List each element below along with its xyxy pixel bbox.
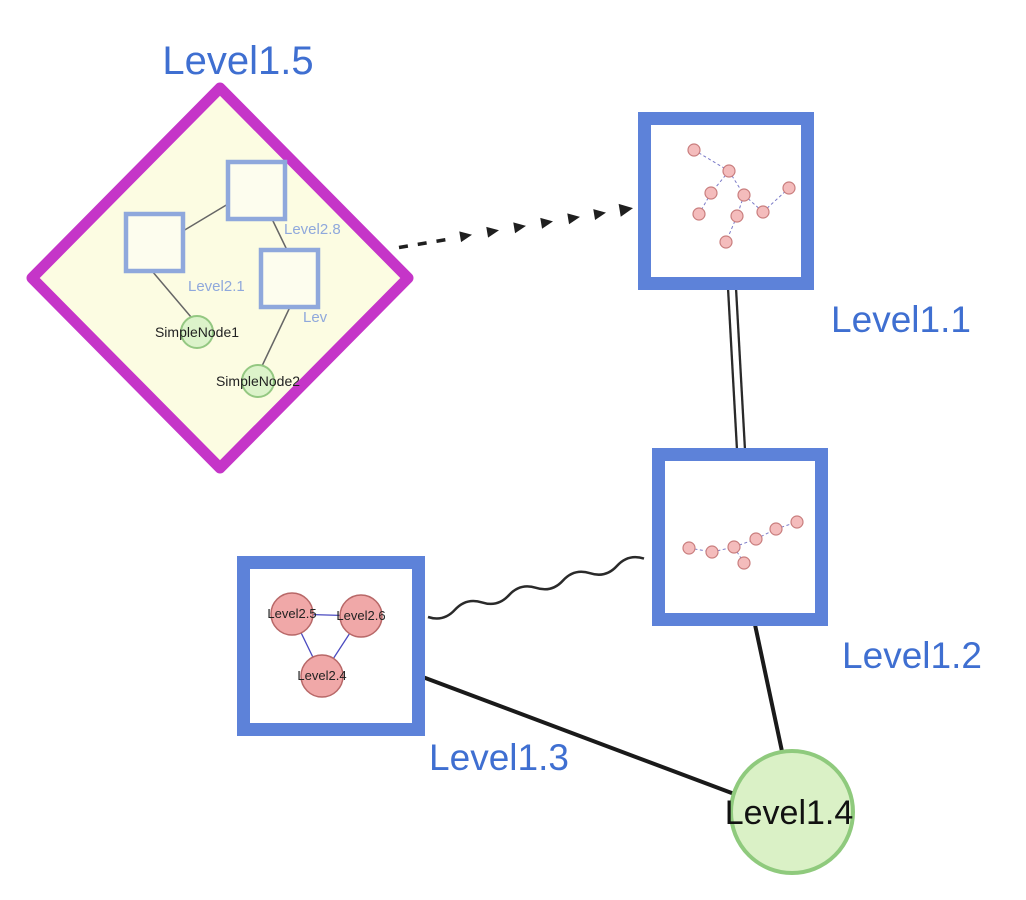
child-node-level2-4[interactable]	[300, 654, 344, 698]
child-node-simplenode2[interactable]	[241, 364, 275, 398]
level15-internal-edges	[151, 203, 291, 367]
node-label-level1-1: Level1.1	[831, 299, 971, 340]
child-label-level2-1: Level2.1	[188, 278, 245, 295]
mini-graph-node[interactable]	[682, 541, 696, 555]
node-level1-3[interactable]: Level2.5 Level2.6 Level2.4	[237, 556, 425, 736]
mini-graph-node[interactable]	[737, 188, 751, 202]
node-label-level1-5: Level1.5	[162, 39, 313, 83]
child-label-level2-4: Level2.4	[297, 668, 346, 683]
mini-graph-node[interactable]	[687, 143, 701, 157]
child-node-level2-5[interactable]	[270, 592, 314, 636]
mini-graph-node[interactable]	[730, 209, 744, 223]
mini-graph-node[interactable]	[705, 545, 719, 559]
child-label-simplenode2: SimpleNode2	[216, 373, 300, 389]
child-node-level2-8[interactable]	[225, 159, 288, 222]
edge-level15-level11[interactable]	[398, 202, 634, 250]
node-label-level1-4: Level1.4	[725, 794, 854, 832]
node-label-level1-2: Level1.2	[842, 635, 982, 676]
child-label-lev: Lev	[303, 309, 328, 326]
edge-level12-level14[interactable]	[752, 618, 785, 758]
mini-graph-node[interactable]	[704, 186, 718, 200]
node-level1-4[interactable]: Level1.4	[725, 749, 855, 875]
mini-graph-node[interactable]	[722, 164, 736, 178]
node-level1-5[interactable]: Level2.8 Level2.1 Lev SimpleNode1 Simple…	[26, 82, 414, 474]
edge-level11-level12[interactable]	[726, 287, 747, 451]
node-level1-2[interactable]	[652, 448, 828, 626]
mini-graph-node[interactable]	[790, 515, 804, 529]
child-node-level2-6[interactable]	[339, 594, 383, 638]
mini-graph-node[interactable]	[749, 532, 763, 546]
child-node-simplenode1[interactable]	[180, 315, 214, 349]
node-level1-1[interactable]	[638, 112, 814, 290]
child-label-level2-6: Level2.6	[336, 608, 385, 623]
node-label-level1-3: Level1.3	[429, 737, 569, 778]
mini-graph-node[interactable]	[737, 556, 751, 570]
mini-graph-node[interactable]	[756, 205, 770, 219]
child-label-simplenode1: SimpleNode1	[155, 324, 239, 340]
edge-level13-level14[interactable]	[418, 674, 747, 800]
child-node-level2-1[interactable]	[123, 211, 186, 274]
child-label-level2-5: Level2.5	[267, 606, 316, 621]
child-node-lev[interactable]	[258, 247, 321, 310]
mini-graph-node[interactable]	[727, 540, 741, 554]
child-label-level2-8: Level2.8	[284, 221, 341, 238]
mini-graph-node[interactable]	[782, 181, 796, 195]
edge-level13-level12[interactable]	[427, 555, 645, 620]
mini-graph-node[interactable]	[719, 235, 733, 249]
mini-graph-node[interactable]	[692, 207, 706, 221]
mini-graph-node[interactable]	[769, 522, 783, 536]
